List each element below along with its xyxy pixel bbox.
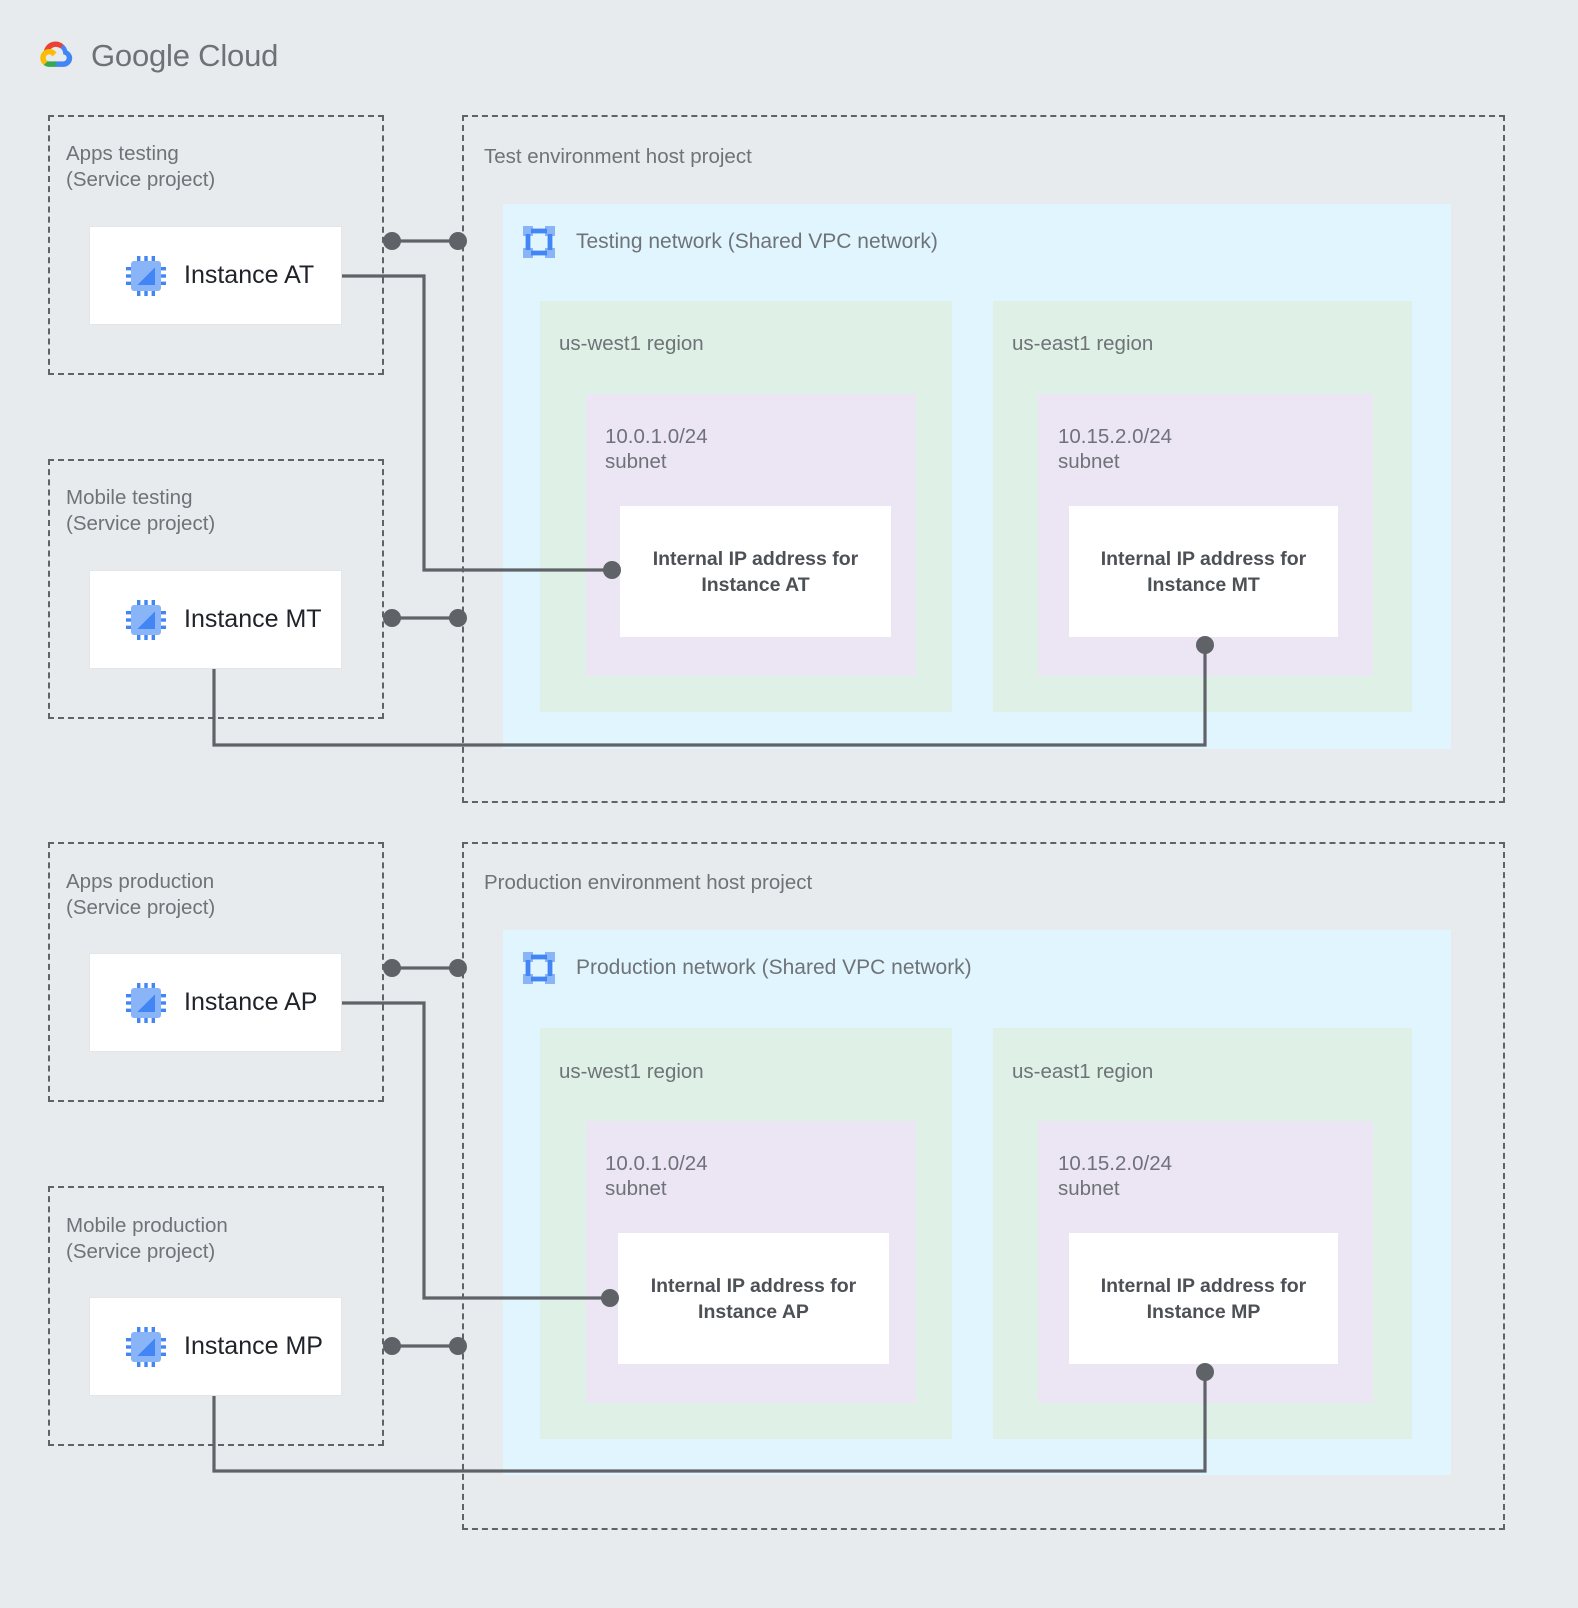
- brand-name-google: Google: [91, 38, 190, 73]
- vpc-network-icon: [523, 226, 555, 258]
- brand-name-cloud: Cloud: [189, 38, 279, 73]
- vm-instance-icon: [126, 982, 166, 1023]
- instance-card-ap[interactable]: Instance AP: [89, 953, 342, 1052]
- endpoint-mt-left: [383, 609, 401, 627]
- network-testing-header: Testing network (Shared VPC network): [519, 222, 938, 262]
- region-test-us-east1-label: us-east1 region: [1012, 332, 1154, 355]
- vm-instance-icon: [126, 1326, 166, 1367]
- service-project-mobile-testing-label: Mobile testing (Service project): [66, 486, 216, 535]
- service-project-apps-production-label: Apps production (Service project): [66, 870, 216, 919]
- subnet-prod-us-east1-label: 10.15.2.0/24 subnet: [1058, 1152, 1172, 1200]
- instance-card-mt-label: Instance MT: [184, 605, 322, 633]
- ip-card-instance-mt: Internal IP address for Instance MT: [1069, 506, 1338, 637]
- ip-card-instance-at: Internal IP address for Instance AT: [620, 506, 891, 637]
- instance-card-ap-label: Instance AP: [184, 988, 318, 1016]
- network-production-title: Production network (Shared VPC network): [576, 956, 972, 979]
- region-prod-us-west1-label: us-west1 region: [559, 1060, 704, 1083]
- network-production-header: Production network (Shared VPC network): [519, 948, 972, 988]
- google-cloud-brand: Google Cloud: [33, 36, 278, 76]
- service-project-mobile-production-label: Mobile production (Service project): [66, 1214, 228, 1263]
- endpoint-ap-left: [383, 959, 401, 977]
- subnet-test-us-west1-label: 10.0.1.0/24 subnet: [605, 425, 708, 473]
- brand-name: Google Cloud: [91, 38, 278, 74]
- region-prod-us-east1-label: us-east1 region: [1012, 1060, 1154, 1083]
- vm-instance-icon: [126, 255, 166, 296]
- vpc-network-icon: [523, 952, 555, 984]
- host-project-production-environment-label: Production environment host project: [484, 871, 813, 894]
- instance-card-at-label: Instance AT: [184, 261, 315, 289]
- endpoint-at-left: [383, 232, 401, 250]
- service-project-apps-testing-label: Apps testing (Service project): [66, 142, 216, 191]
- network-testing-title: Testing network (Shared VPC network): [576, 230, 938, 253]
- host-project-test-environment-label: Test environment host project: [484, 145, 752, 168]
- ip-card-instance-ap: Internal IP address for Instance AP: [618, 1233, 889, 1364]
- google-cloud-logo: [40, 41, 73, 67]
- endpoint-mp-left: [383, 1337, 401, 1355]
- subnet-test-us-east1-label: 10.15.2.0/24 subnet: [1058, 425, 1172, 473]
- vm-instance-icon: [126, 599, 166, 640]
- instance-card-mp-label: Instance MP: [184, 1332, 323, 1360]
- subnet-prod-us-west1-label: 10.0.1.0/24 subnet: [605, 1152, 708, 1200]
- region-test-us-west1-label: us-west1 region: [559, 332, 704, 355]
- instance-card-at[interactable]: Instance AT: [89, 226, 342, 325]
- ip-card-instance-mp: Internal IP address for Instance MP: [1069, 1233, 1338, 1364]
- instance-card-mp[interactable]: Instance MP: [89, 1297, 342, 1396]
- instance-card-mt[interactable]: Instance MT: [89, 570, 342, 669]
